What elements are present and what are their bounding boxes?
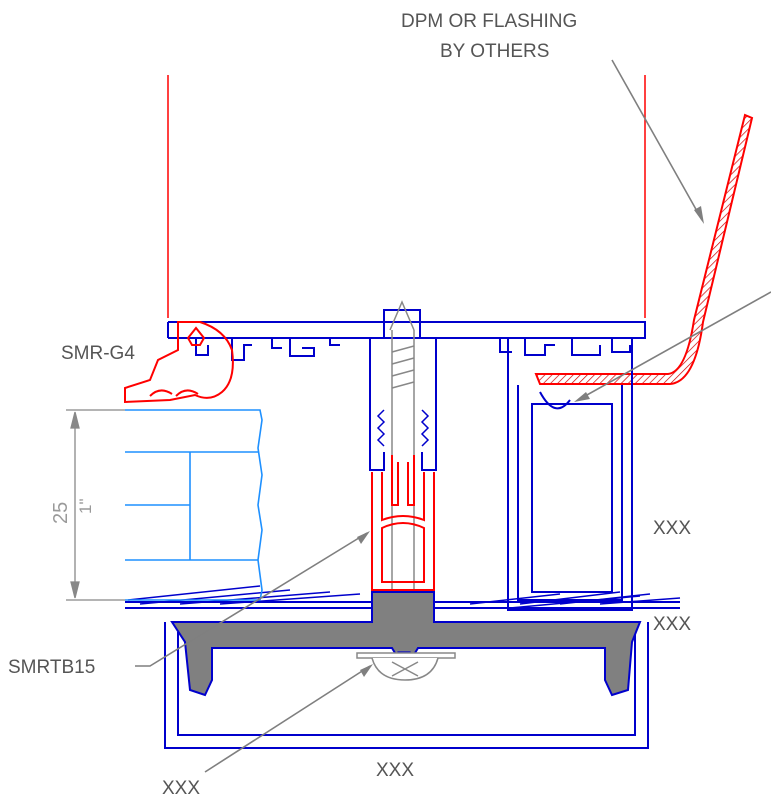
dimension-value: 25 — [50, 501, 72, 524]
label-dpm-line1: DPM OR FLASHING — [401, 11, 578, 32]
thermal-break-insert — [376, 409, 430, 447]
label-gasket: SMR-G4 — [61, 343, 135, 364]
label-callout-right-mid: XXX — [653, 518, 692, 539]
gasket-smr-g4 — [124, 321, 234, 404]
bottom-gasket-fins — [127, 585, 681, 609]
fixing-screw-head — [356, 652, 456, 681]
label-callout-bottom-left: XXX — [162, 778, 201, 799]
glass-pane-lines — [167, 75, 646, 318]
dimension-unit: 1" — [76, 498, 95, 515]
label-thermal-break: SMRTB15 — [8, 657, 96, 678]
bottom-cap — [164, 622, 649, 749]
label-callout-bottom-center: XXX — [376, 760, 415, 781]
glazing-unit — [125, 409, 263, 601]
leader-lines — [135, 59, 771, 773]
label-dpm-line2: BY OTHERS — [440, 41, 550, 62]
leader-arrows — [357, 206, 704, 677]
dpm-flashing — [534, 113, 754, 385]
pressure-plate-insert — [371, 455, 435, 591]
fixing-screw — [389, 300, 415, 590]
dimension-line — [66, 409, 125, 601]
label-callout-right-low: XXX — [653, 614, 692, 635]
mullion-profile — [125, 309, 680, 611]
